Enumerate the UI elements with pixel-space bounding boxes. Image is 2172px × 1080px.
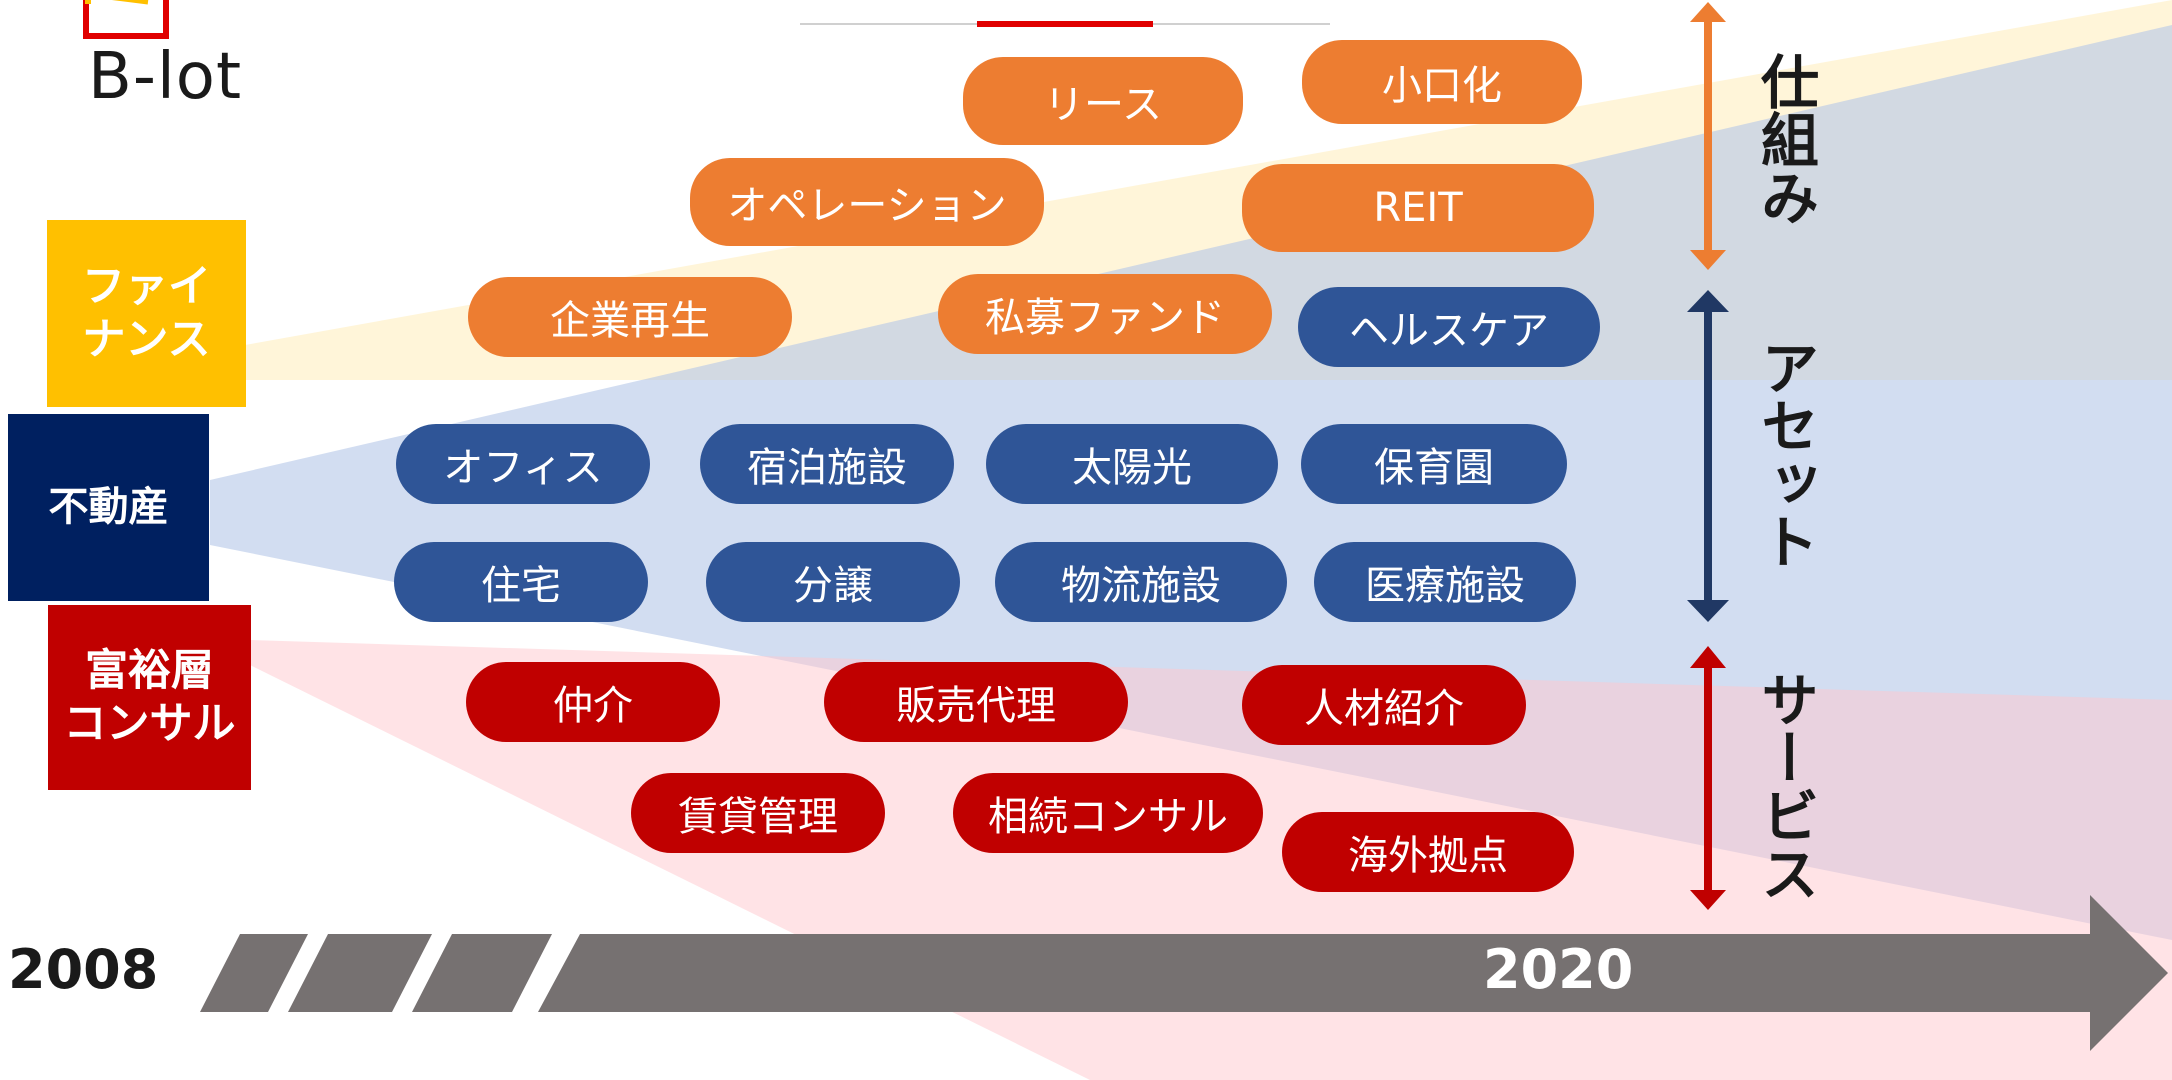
category-real-estate: 不動産 <box>8 414 209 601</box>
pill-solar: 太陽光 <box>986 424 1278 504</box>
label-scheme: 仕組み <box>1751 52 1819 226</box>
pill-brokerage: 仲介 <box>466 662 720 742</box>
pill-operation: オペレーション <box>690 158 1044 246</box>
logo-text: B-lot <box>88 40 243 114</box>
pill-inheritance: 相続コンサル <box>953 773 1263 853</box>
pill-medical: 医療施設 <box>1314 542 1576 622</box>
pill-condo: 分譲 <box>706 542 960 622</box>
timeline-stripe <box>200 934 308 1012</box>
year-start: 2008 <box>8 938 159 1001</box>
label-service: サービス <box>1751 670 1819 902</box>
scheme-arrow <box>1690 2 1726 270</box>
year-end: 2020 <box>1483 938 1634 1001</box>
timeline-stripe <box>288 934 432 1012</box>
pill-nursery: 保育園 <box>1301 424 1567 504</box>
pill-restructuring: 企業再生 <box>468 277 792 357</box>
pill-staffing: 人材紹介 <box>1242 665 1526 745</box>
pill-lease: リース <box>963 57 1243 145</box>
pill-office: オフィス <box>396 424 650 504</box>
category-finance: ファイ ナンス <box>47 220 246 407</box>
pill-rental-mgmt: 賃貸管理 <box>631 773 885 853</box>
pill-sales-agency: 販売代理 <box>824 662 1128 742</box>
pill-small-lot: 小口化 <box>1302 40 1582 124</box>
logo-mark-icon <box>83 0 169 39</box>
pill-reit: REIT <box>1242 164 1594 252</box>
pill-lodging: 宿泊施設 <box>700 424 954 504</box>
pill-healthcare: ヘルスケア <box>1298 287 1600 367</box>
pill-housing: 住宅 <box>394 542 648 622</box>
asset-arrow <box>1687 290 1729 622</box>
label-asset: アセット <box>1751 338 1819 570</box>
pill-overseas: 海外拠点 <box>1282 812 1574 892</box>
timeline-arrow <box>538 895 2168 1051</box>
category-consulting: 富裕層 コンサル <box>48 605 251 790</box>
pill-logistics: 物流施設 <box>995 542 1287 622</box>
timeline-stripe <box>412 934 552 1012</box>
service-arrow <box>1690 646 1726 910</box>
pill-private-fund: 私募ファンド <box>938 274 1272 354</box>
